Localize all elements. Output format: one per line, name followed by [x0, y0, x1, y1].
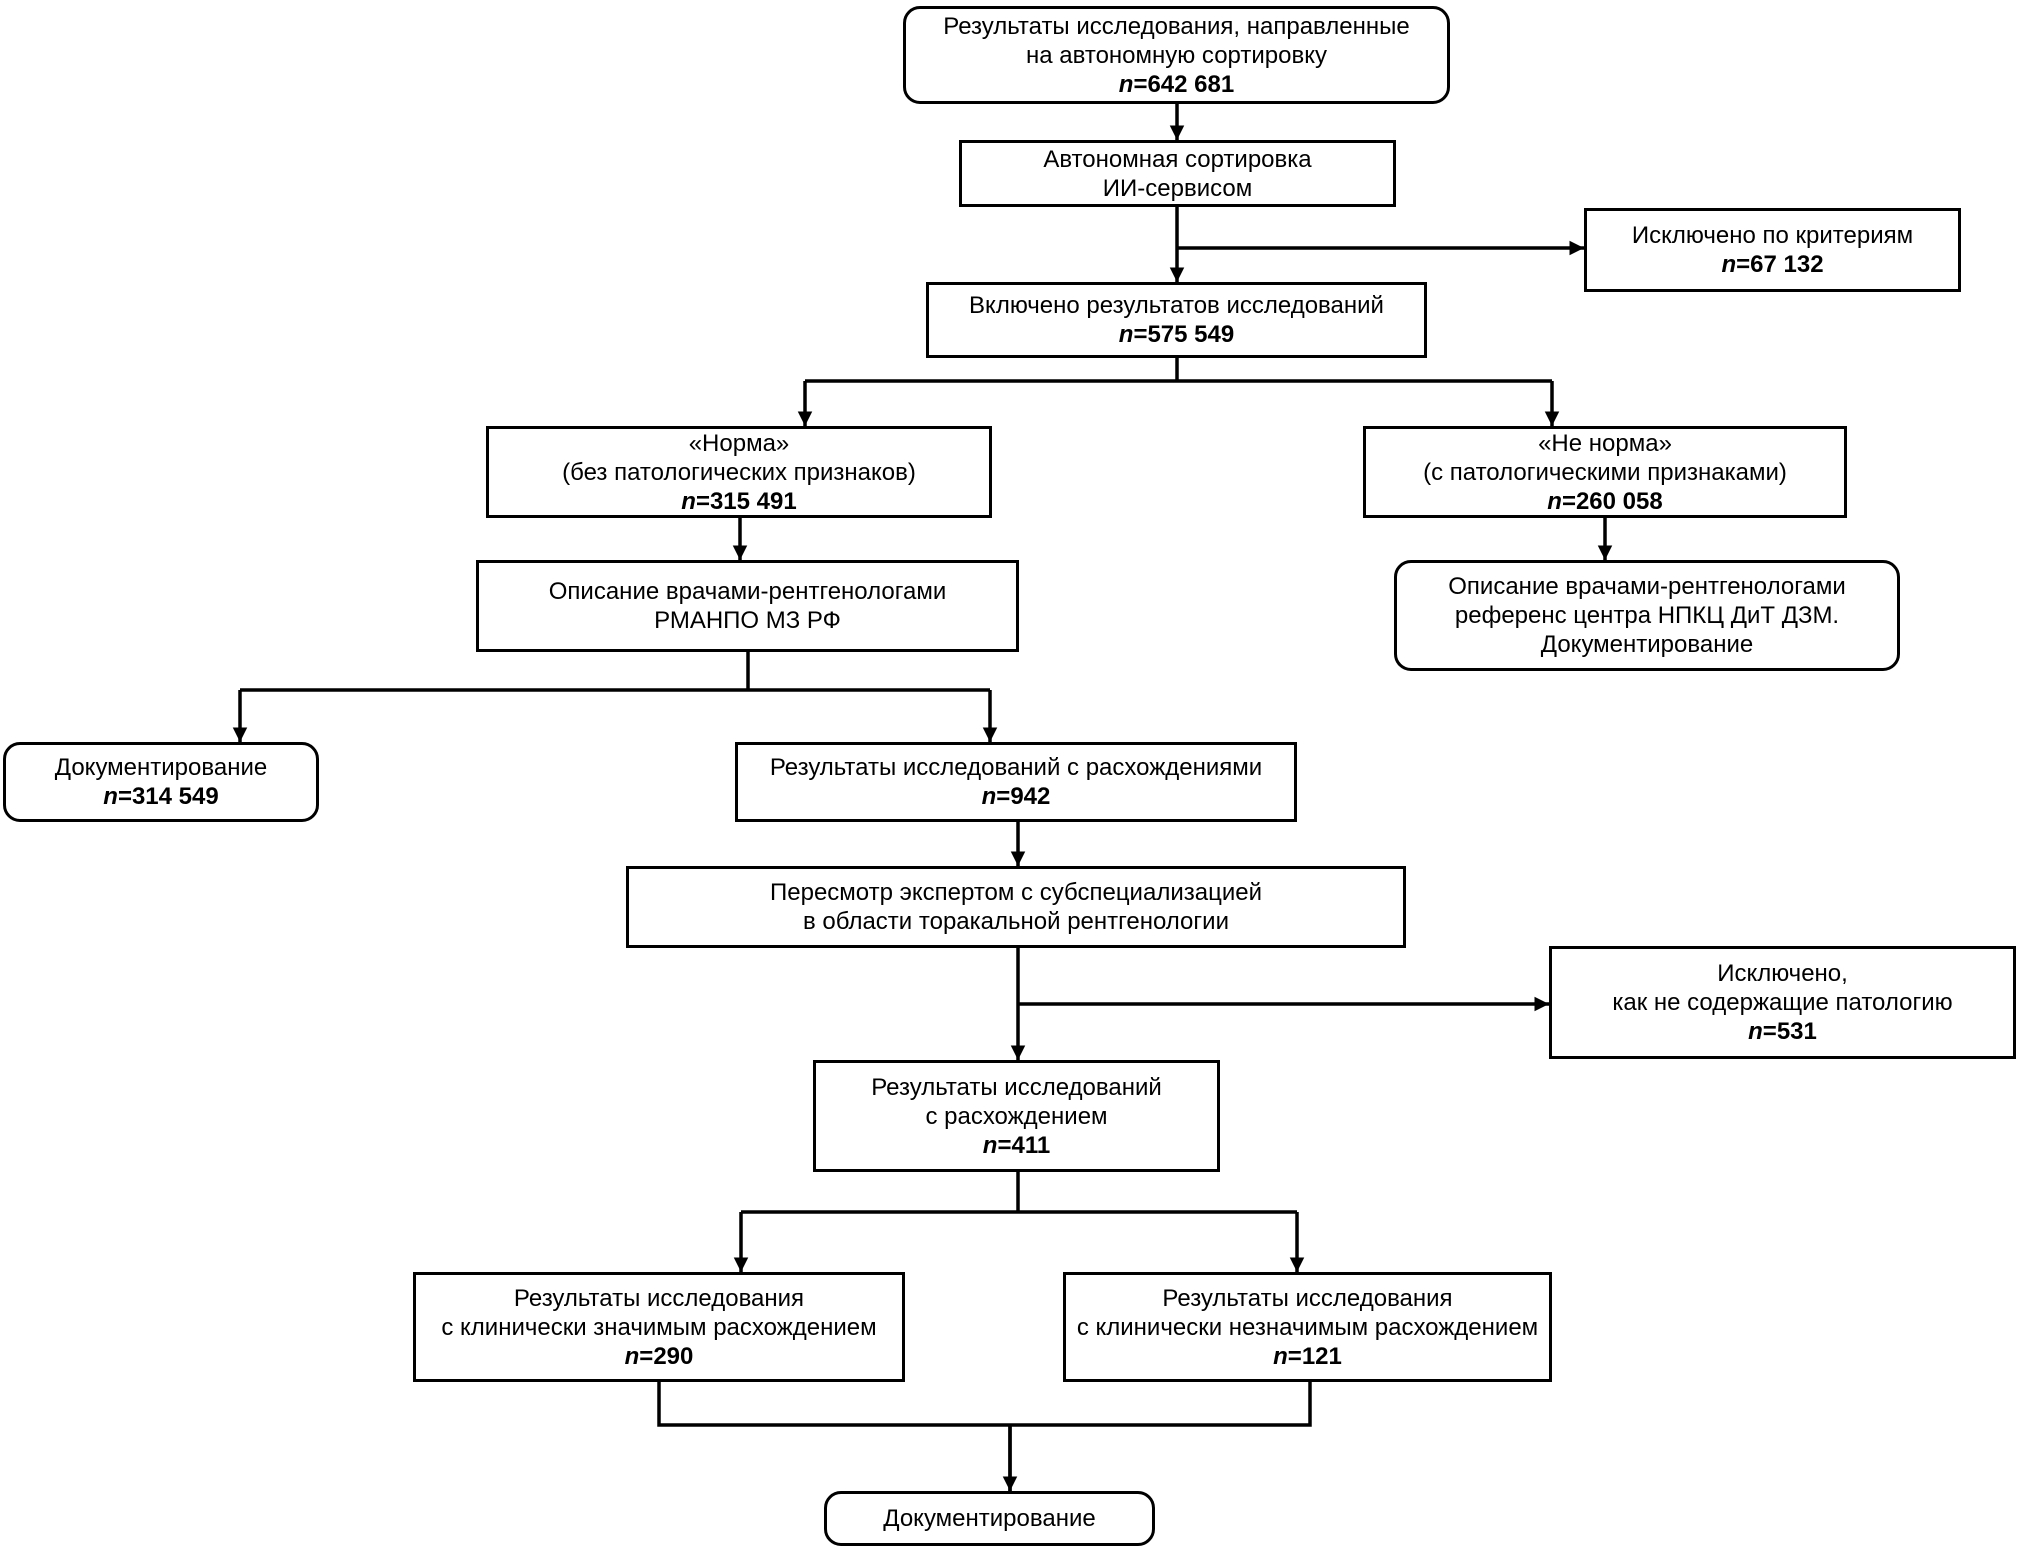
node-text: Автономная сортировка — [1043, 145, 1312, 173]
node-clinically-insignificant: Результаты исследования с клинически нез… — [1063, 1272, 1552, 1382]
node-text: Включено результатов исследований — [969, 292, 1384, 319]
node-text: Описание врачами-рентгенологами — [548, 578, 947, 605]
node-text: (с патологическими признаками) — [1423, 458, 1787, 486]
node-text: Результаты исследования — [1162, 1284, 1453, 1312]
node-text: «Не норма» — [1538, 429, 1672, 457]
node-count: n=411 — [982, 1131, 1051, 1159]
node-count: n=290 — [624, 1342, 694, 1370]
node-count: n=314 549 — [103, 783, 219, 810]
node-count: n=67 132 — [1721, 251, 1824, 278]
node-not-norm: «Не норма» (с патологическими признаками… — [1363, 426, 1847, 518]
node-count: n=531 — [1748, 1018, 1817, 1045]
node-norm: «Норма» (без патологических признаков) n… — [486, 426, 992, 518]
node-rmanpo-description: Описание врачами-рентгенологами РМАНПО М… — [476, 560, 1019, 652]
node-text: Результаты исследования — [513, 1284, 805, 1312]
node-excluded-criteria: Исключено по критериям n=67 132 — [1584, 208, 1961, 292]
node-count: n=942 — [981, 783, 1051, 810]
node-text: Результаты исследований с расхождениями — [769, 754, 1263, 781]
node-text: Результаты исследования, направленные — [943, 12, 1410, 40]
node-discrepancy-confirmed: Результаты исследований с расхождением n… — [813, 1060, 1220, 1172]
node-text: РМАНПО МЗ РФ — [654, 607, 841, 634]
node-text: Результаты исследований — [871, 1073, 1162, 1101]
node-count: n=575 549 — [1118, 321, 1235, 348]
node-count: n=315 491 — [681, 487, 797, 515]
node-count: n=642 681 — [1118, 70, 1235, 98]
node-text: в области торакальной рентгенологии — [803, 908, 1229, 935]
connector-included-split — [805, 358, 1552, 383]
node-expert-review: Пересмотр экспертом с субспециализацией … — [626, 866, 1406, 948]
node-reference-description: Описание врачами-рентгенологами референс… — [1394, 560, 1900, 671]
node-text: как не содержащие патологию — [1612, 989, 1953, 1016]
connector-confirmed-split — [741, 1172, 1297, 1214]
node-text: Исключено по критериям — [1631, 222, 1914, 249]
connector-rmanpo-split — [240, 652, 990, 692]
node-text: Документирование — [1540, 631, 1754, 658]
node-text: с клинически незначимым расхождением — [1076, 1313, 1539, 1341]
node-text: Документирование — [54, 754, 268, 781]
node-count: n=260 058 — [1547, 487, 1663, 515]
node-sorting: Автономная сортировка ИИ-сервисом — [959, 140, 1396, 207]
node-text: Исключено, — [1717, 960, 1848, 987]
node-text: на автономную сортировку — [1026, 41, 1327, 69]
node-text: ИИ-сервисом — [1102, 174, 1253, 202]
node-text: Документирование — [883, 1505, 1096, 1532]
node-count: n=121 — [1273, 1342, 1342, 1370]
node-text: референс центра НПКЦ ДиТ ДЗМ. — [1454, 602, 1840, 629]
node-included: Включено результатов исследований n=575 … — [926, 282, 1427, 358]
node-text: (без патологических признаков) — [562, 458, 916, 486]
connector-merge — [657, 1382, 1312, 1491]
node-clinically-significant: Результаты исследования с клинически зна… — [413, 1272, 905, 1382]
node-text: «Норма» — [688, 429, 790, 457]
node-text: Пересмотр экспертом с субспециализацией — [770, 879, 1262, 906]
node-discrepancies: Результаты исследований с расхождениями … — [735, 742, 1297, 822]
node-documentation-2: Документирование — [824, 1491, 1155, 1546]
node-text: Описание врачами-рентгенологами — [1448, 573, 1846, 600]
node-text: с клинически значимым расхождением — [441, 1313, 877, 1341]
node-excluded-no-pathology: Исключено, как не содержащие патологию n… — [1549, 946, 2016, 1059]
node-text: с расхождением — [925, 1102, 1108, 1130]
node-submitted: Результаты исследования, направленные на… — [903, 6, 1450, 104]
node-documentation-1: Документирование n=314 549 — [3, 742, 319, 822]
